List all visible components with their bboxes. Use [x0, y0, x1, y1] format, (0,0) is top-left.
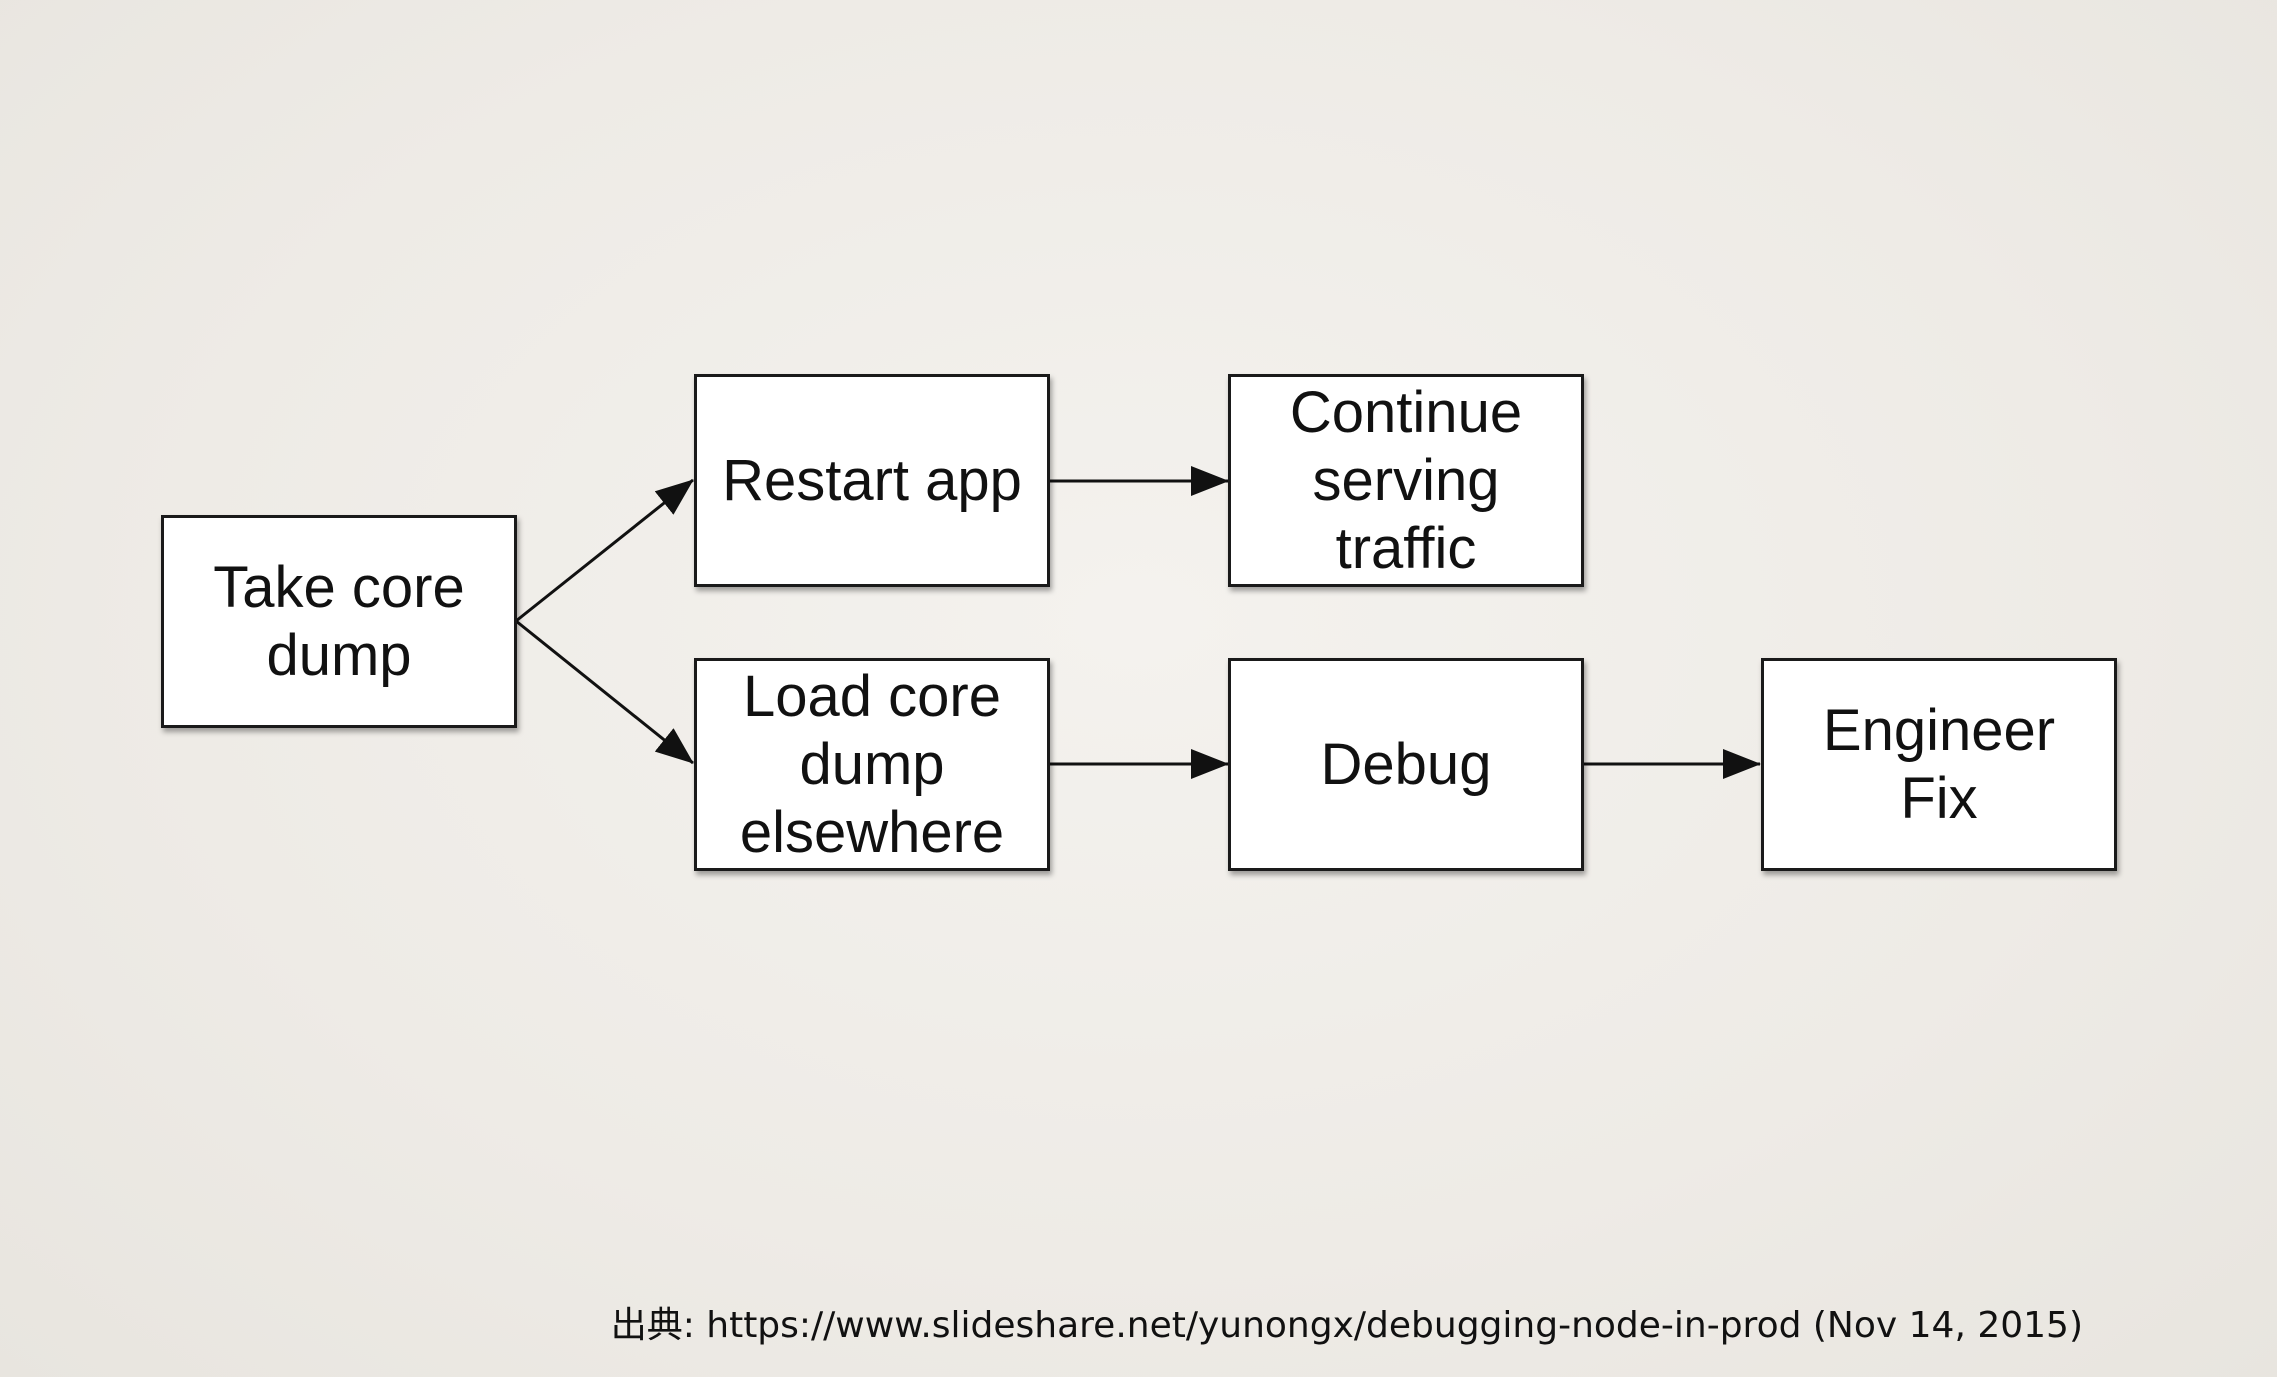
node-label-continue-serving-traffic: Continue serving traffic: [1289, 379, 1523, 581]
source-citation: 出典: https://www.slideshare.net/yunongx/d…: [610, 1305, 2083, 1346]
node-load-core-dump-elsewhere: Load core dump elsewhere: [694, 658, 1050, 871]
node-restart-app: Restart app: [694, 374, 1050, 587]
node-take-core-dump: Take core dump: [161, 515, 517, 728]
node-debug: Debug: [1228, 658, 1584, 871]
node-continue-serving-traffic: Continue serving traffic: [1228, 374, 1584, 587]
node-engineer-fix: Engineer Fix: [1761, 658, 2117, 871]
node-label-take-core-dump: Take core dump: [213, 554, 465, 688]
node-label-debug: Debug: [1320, 731, 1492, 797]
node-label-engineer-fix: Engineer Fix: [1822, 697, 2056, 831]
edge-take-core-dump-to-load-core-dump-elsewhere: [515, 619, 694, 765]
node-label-restart-app: Restart app: [722, 447, 1022, 513]
edge-take-core-dump-to-restart-app: [515, 478, 694, 623]
node-label-load-core-dump-elsewhere: Load core dump elsewhere: [739, 663, 1005, 865]
